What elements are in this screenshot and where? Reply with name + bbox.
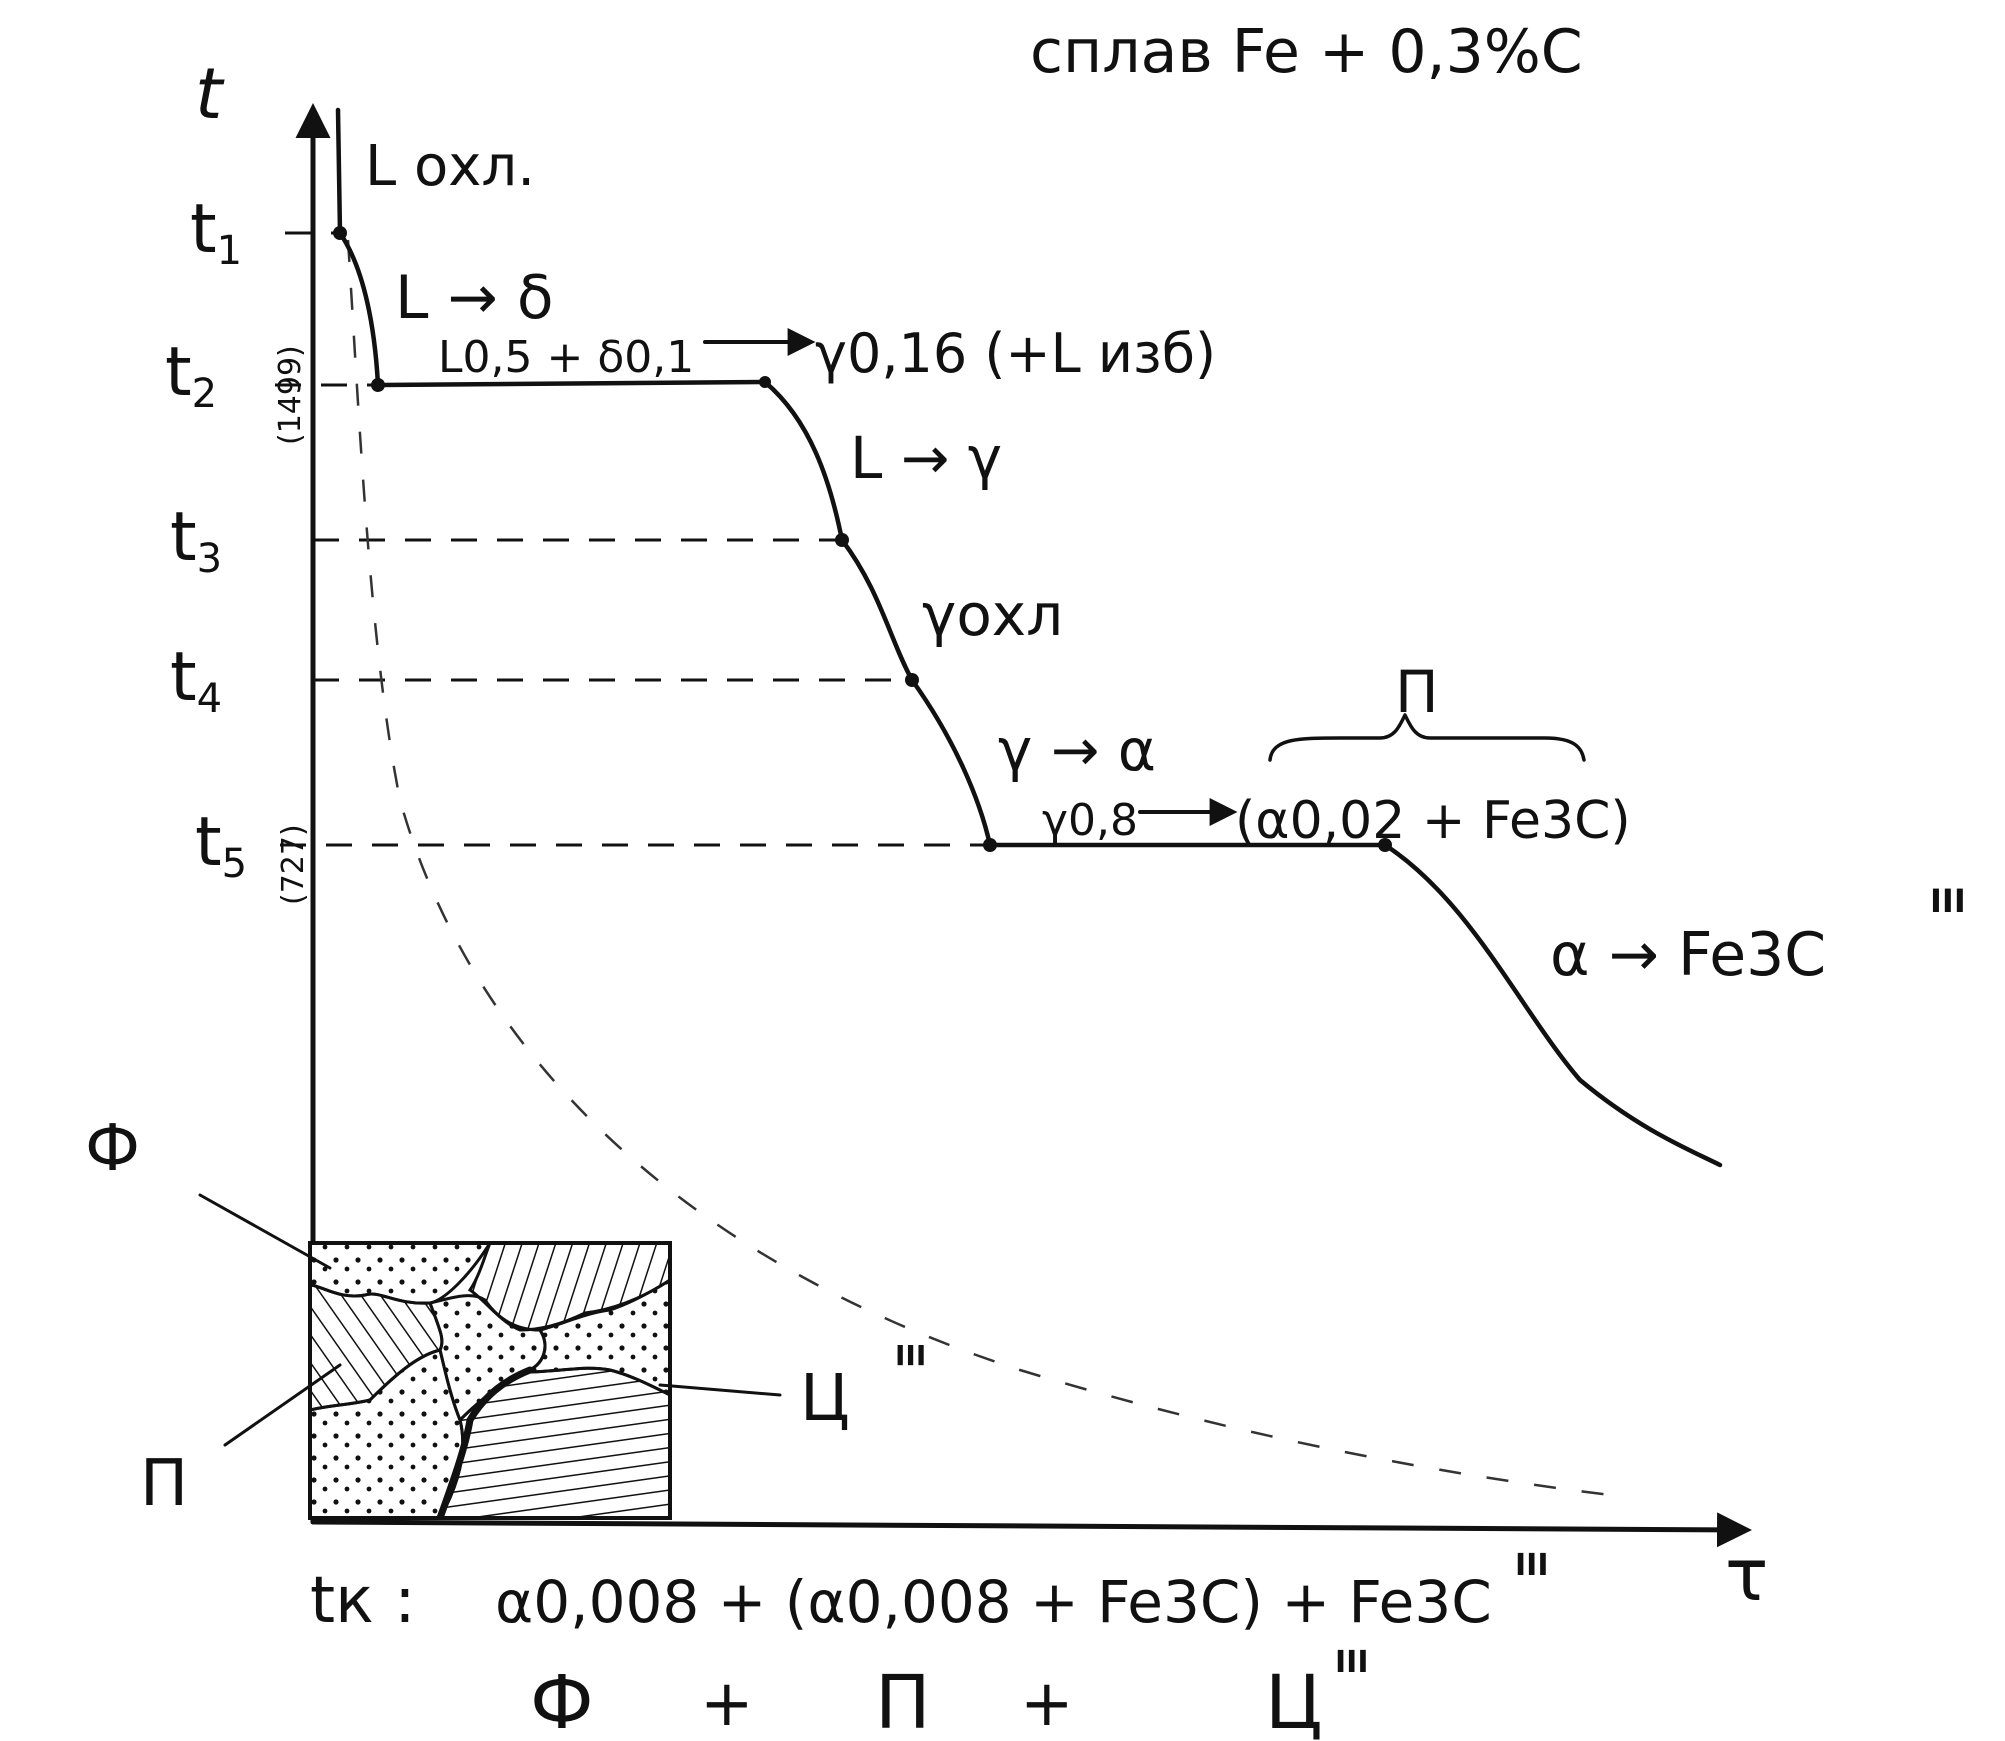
point-t2-start: [371, 378, 385, 392]
final-phase-pearlite: П: [875, 1660, 931, 1741]
point-t3: [835, 533, 849, 547]
t2-value-note: (1499): [273, 345, 308, 445]
cementite-superscript: III: [895, 1339, 926, 1372]
t3-label: t3: [170, 498, 222, 582]
point-t4: [905, 673, 919, 687]
final-phase-ferrite: Ф: [530, 1660, 594, 1741]
t4-label: t4: [170, 638, 222, 722]
t5-value-note: (727): [276, 824, 311, 905]
cementite-boundary: [436, 1366, 534, 1518]
t1-label: t1: [190, 190, 242, 274]
stage-eutectoid-left: γ0,8: [1042, 795, 1138, 846]
x-axis-label: τ: [1725, 1533, 1768, 1617]
cooling-curve: [335, 107, 1723, 1168]
ferrite-leader-line: [198, 1193, 332, 1270]
stage-gamma-to-alpha: γ → α: [998, 716, 1156, 784]
final-phase-cementite: Ц: [1265, 1660, 1322, 1741]
t2-label: t2: [165, 333, 217, 417]
alloy-title: сплав Fe + 0,3%C: [1030, 17, 1583, 87]
temperature-labels: t1 t2 (1499) t3 t4 t5 (727): [165, 190, 311, 905]
stage-alpha-to-fe3c: α → Fe3C: [1550, 920, 1826, 990]
stage-gamma-cooling: γохл: [922, 581, 1063, 649]
ferrite-label: Ф: [85, 1112, 140, 1186]
final-plus-2: +: [1020, 1667, 1074, 1741]
cooling-rate-guide-curve: [346, 239, 1611, 1497]
pearlite-brace: [1268, 713, 1586, 762]
point-t2-end: [759, 376, 771, 388]
stage-liquid-cooling: L охл.: [365, 134, 535, 199]
final-composition: tк : α0,008 + (α0,008 + Fe3C) + Fe3C III…: [310, 1548, 1549, 1741]
y-axis-label: t: [195, 53, 225, 135]
cementite-label: Ц: [800, 1362, 850, 1436]
final-phase-superscript: III: [1335, 1645, 1369, 1680]
final-temperature-label: tк :: [310, 1564, 416, 1638]
stage-liquid-to-gamma: L → γ: [850, 424, 1002, 492]
time-axis: [310, 1512, 1752, 1548]
stage-alpha-to-fe3c-superscript: III: [1930, 882, 1966, 920]
final-formula: α0,008 + (α0,008 + Fe3C) + Fe3C: [495, 1568, 1492, 1636]
stage-eutectoid-right: (α0,02 + Fe3C): [1235, 791, 1631, 851]
stage-liquid-to-delta: L → δ: [395, 263, 554, 333]
point-t5-start: [983, 838, 997, 852]
t5-label: t5: [195, 803, 247, 887]
final-plus-1: +: [700, 1667, 754, 1741]
pearlite-leader-line: [223, 1363, 342, 1447]
cementite-leader-line: [658, 1383, 782, 1397]
stage-peritectic-left: L0,5 + δ0,1: [438, 332, 694, 383]
stage-peritectic-right: γ0,16 (+L изб): [815, 322, 1216, 385]
stage-annotations: L охл. L → δ L0,5 + δ0,1 γ0,16 (+L изб) …: [365, 134, 1966, 990]
final-formula-superscript: III: [1515, 1548, 1549, 1583]
point-t1: [333, 226, 347, 240]
microstructure-sketch: Ф П Ц III: [85, 1112, 926, 1521]
pearlite-label: П: [140, 1447, 188, 1521]
point-t5-end: [1378, 838, 1392, 852]
curve-points: [333, 226, 1392, 852]
pearlite-brace-label: П: [1395, 658, 1439, 726]
